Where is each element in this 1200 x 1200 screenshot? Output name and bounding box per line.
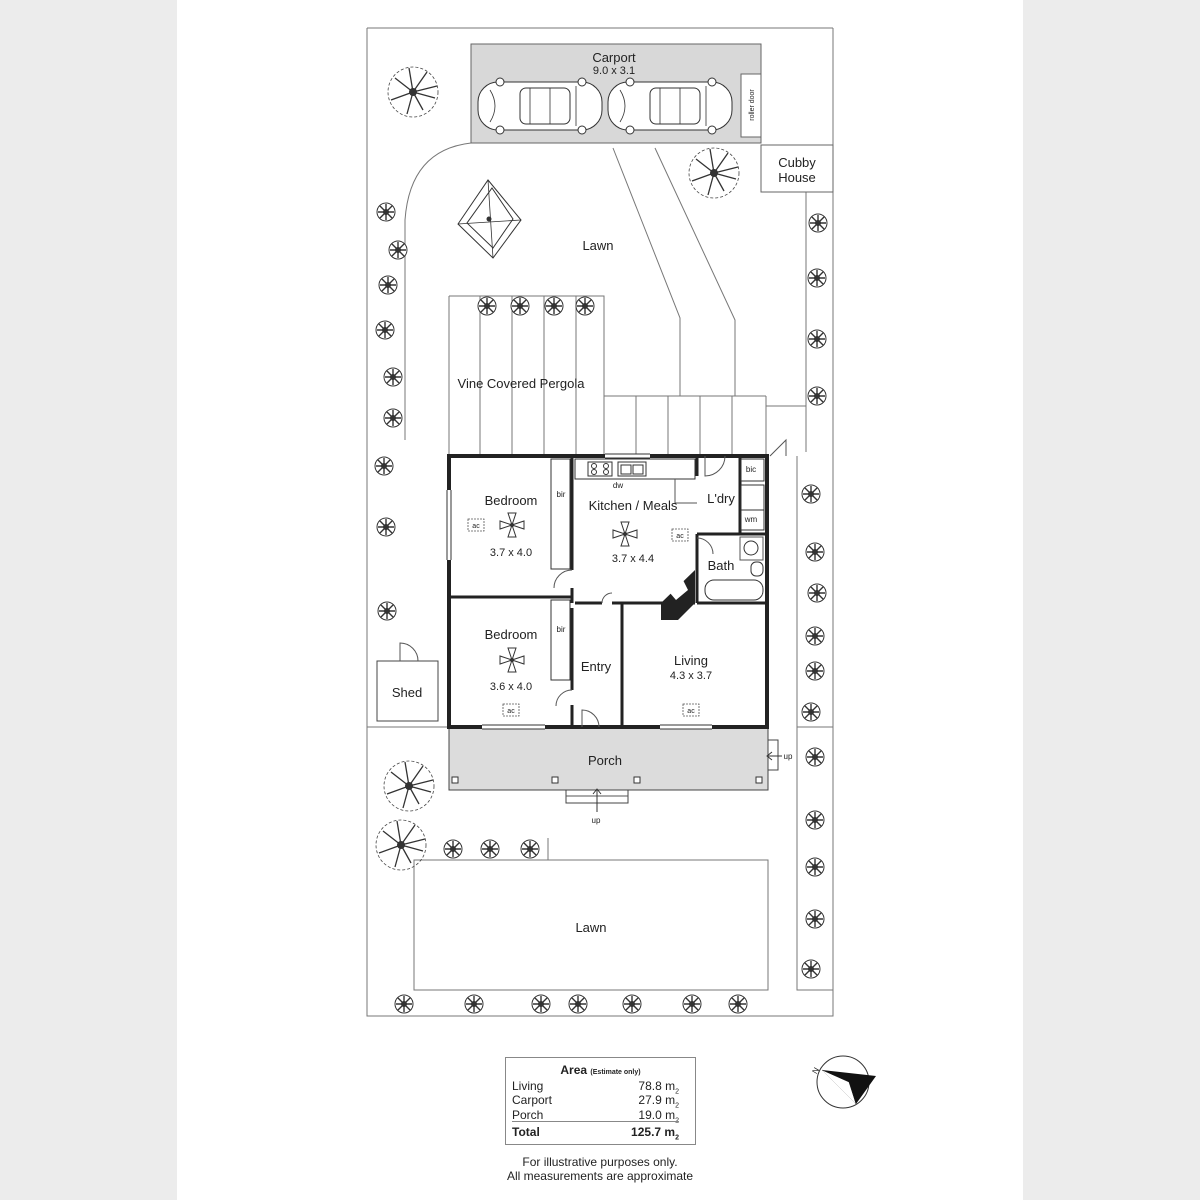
garden-beds: [367, 142, 833, 991]
area-table: Area (Estimate only) Living 78.8 m2 Carp…: [505, 1057, 696, 1145]
carport-dimensions: 9.0 x 3.1: [593, 65, 635, 77]
area-row-carport: Carport 27.9 m2: [512, 1093, 679, 1109]
cubby-label-line2: House: [778, 170, 816, 185]
area-title: Area (Estimate only): [506, 1063, 695, 1077]
area-total-value: 125.7 m2: [631, 1125, 679, 1142]
kitchen-bench-return: [674, 479, 697, 504]
ac-label: ac: [687, 708, 695, 715]
cubby-label-line1: Cubby: [778, 155, 816, 170]
up-arrow-side: [766, 751, 782, 761]
sink-icon: [617, 461, 647, 477]
roller-door: [740, 73, 762, 138]
door-swings: [553, 438, 787, 728]
shrubs-bottom: [394, 839, 748, 1014]
robe-label: bir: [557, 625, 566, 634]
area-title-note: (Estimate only): [590, 1069, 641, 1076]
bathtub: [704, 579, 764, 601]
lawn-top-label: Lawn: [582, 238, 613, 253]
shed-door: [399, 642, 419, 662]
driveway-path: [612, 147, 736, 396]
bedroom1-dimensions: 3.7 x 4.0: [490, 547, 532, 559]
vanity: [739, 536, 764, 561]
washing-machine: [740, 509, 765, 531]
window-frames: [446, 453, 712, 730]
up-label-front: up: [592, 816, 601, 825]
porch-steps-side: [767, 739, 779, 771]
bedroom2-label: Bedroom: [485, 627, 538, 642]
living-dimensions: 4.3 x 3.7: [670, 670, 712, 682]
area-row-value: 19.0 m2: [638, 1108, 679, 1125]
ac-label: ac: [507, 708, 515, 715]
area-divider: [512, 1121, 679, 1122]
fireplace-hearth: [670, 580, 688, 600]
floor-plan-sheet: [177, 0, 1023, 1200]
disclaimer-line2: All measurements are approximate: [506, 1169, 694, 1183]
ceiling-fan-icon: [612, 521, 638, 547]
area-row-label: Porch: [512, 1108, 544, 1122]
area-row-value: 78.8 m2: [638, 1079, 679, 1096]
up-arrow-front: [592, 788, 602, 812]
dishwasher-label: dw: [613, 481, 623, 490]
area-row-porch: Porch 19.0 m2: [512, 1108, 679, 1124]
ceiling-fan-icon: [499, 647, 525, 673]
robe-bedroom1: [550, 458, 571, 570]
north-compass-icon: N: [810, 1055, 876, 1109]
lawn-bottom-label: Lawn: [575, 920, 606, 935]
cubby-house: [760, 144, 834, 193]
bedroom2-dimensions: 3.6 x 4.0: [490, 681, 532, 693]
wm-label: wm: [744, 515, 758, 524]
interior-walls: [449, 454, 767, 727]
basin-icon: [743, 540, 759, 556]
bedroom1-label: Bedroom: [485, 493, 538, 508]
ceiling-fan-icon: [499, 512, 525, 538]
shrubs-left: [374, 202, 408, 621]
shrubs-pergola: [477, 296, 595, 316]
bic-label: bic: [746, 465, 756, 474]
car-left: [477, 77, 603, 135]
car-right: [607, 77, 733, 135]
up-label-side: up: [784, 752, 793, 761]
compass-north-letter: N: [810, 1066, 821, 1076]
tree-icon: [375, 819, 427, 871]
disclaimer-line1: For illustrative purposes only.: [522, 1155, 678, 1169]
cooktop-icon: [587, 461, 613, 477]
property-boundary: [366, 27, 834, 1017]
area-title-text: Area: [560, 1063, 588, 1077]
toilet-icon: [750, 561, 764, 577]
windows: [447, 454, 712, 729]
robe-label: bir: [557, 490, 566, 499]
laundry-trough: [740, 484, 765, 511]
area-row-label: Carport: [512, 1093, 553, 1107]
tree-icon: [387, 66, 439, 118]
porch-area: [448, 726, 769, 791]
kitchen-dimensions: 3.7 x 4.4: [612, 553, 654, 565]
roller-door-label: roller door: [749, 89, 756, 121]
tree-icon: [688, 147, 740, 199]
laundry-label: L'dry: [707, 491, 735, 506]
area-row-living: Living 78.8 m2: [512, 1079, 679, 1095]
disclaimer: For illustrative purposes only. All meas…: [480, 1155, 720, 1183]
ac-label: ac: [676, 533, 684, 540]
gazebo-icon: [457, 179, 522, 259]
entry-label: Entry: [581, 659, 612, 674]
ac-label: ac: [472, 523, 480, 530]
shed-label: Shed: [392, 685, 422, 700]
tree-icon: [383, 760, 435, 812]
bath-label: Bath: [708, 558, 735, 573]
laundry-cupboard: [740, 458, 765, 482]
shed: [376, 660, 439, 722]
area-total-label: Total: [512, 1125, 540, 1139]
pergola-label: Vine Covered Pergola: [458, 376, 586, 391]
area-row-value: 27.9 m2: [638, 1093, 679, 1110]
living-label: Living: [674, 653, 708, 668]
porch-label: Porch: [588, 753, 622, 768]
area-row-total: Total 125.7 m2: [512, 1125, 679, 1141]
carport-label: Carport: [592, 50, 636, 65]
area-row-label: Living: [512, 1079, 544, 1093]
ac-units: [467, 518, 700, 717]
kitchen-label: Kitchen / Meals: [589, 498, 678, 513]
robe-bedroom2: [550, 599, 571, 681]
porch-posts: [451, 776, 763, 784]
